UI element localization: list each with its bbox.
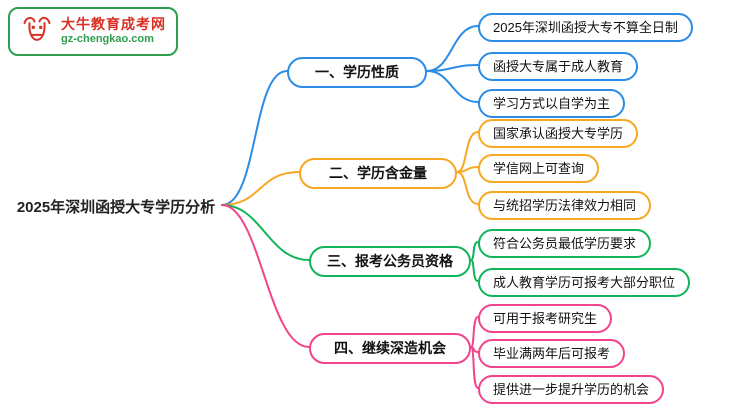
logo-site-url: gz-chengkao.com: [61, 33, 154, 46]
leaf-node: 成人教育学历可报考大部分职位: [478, 268, 691, 297]
branch-node-3: 三、报考公务员资格: [309, 246, 471, 277]
logo-bull-icon: [20, 14, 54, 49]
leaf-node: 符合公务员最低学历要求: [478, 229, 652, 258]
leaf-node: 函授大专属于成人教育: [478, 52, 639, 81]
leaf-node: 毕业满两年后可报考: [478, 339, 626, 368]
branch-node-2: 二、学历含金量: [299, 158, 457, 189]
branch-node-1: 一、学历性质: [287, 57, 427, 88]
leaf-node: 2025年深圳函授大专不算全日制: [478, 13, 693, 42]
logo: 大牛教育成考网 gz-chengkao.com: [8, 7, 178, 56]
leaf-node: 提供进一步提升学历的机会: [478, 375, 665, 404]
leaf-node: 学信网上可查询: [478, 154, 600, 183]
leaf-node: 可用于报考研究生: [478, 304, 613, 333]
logo-title: 大牛教育成考网: [61, 15, 166, 32]
leaf-node: 学习方式以自学为主: [478, 89, 626, 118]
root-node: 2025年深圳函授大专学历分析: [16, 199, 216, 216]
leaf-node: 与统招学历法律效力相同: [478, 191, 652, 220]
leaf-node: 国家承认函授大专学历: [478, 119, 639, 148]
branch-node-4: 四、继续深造机会: [309, 333, 471, 364]
